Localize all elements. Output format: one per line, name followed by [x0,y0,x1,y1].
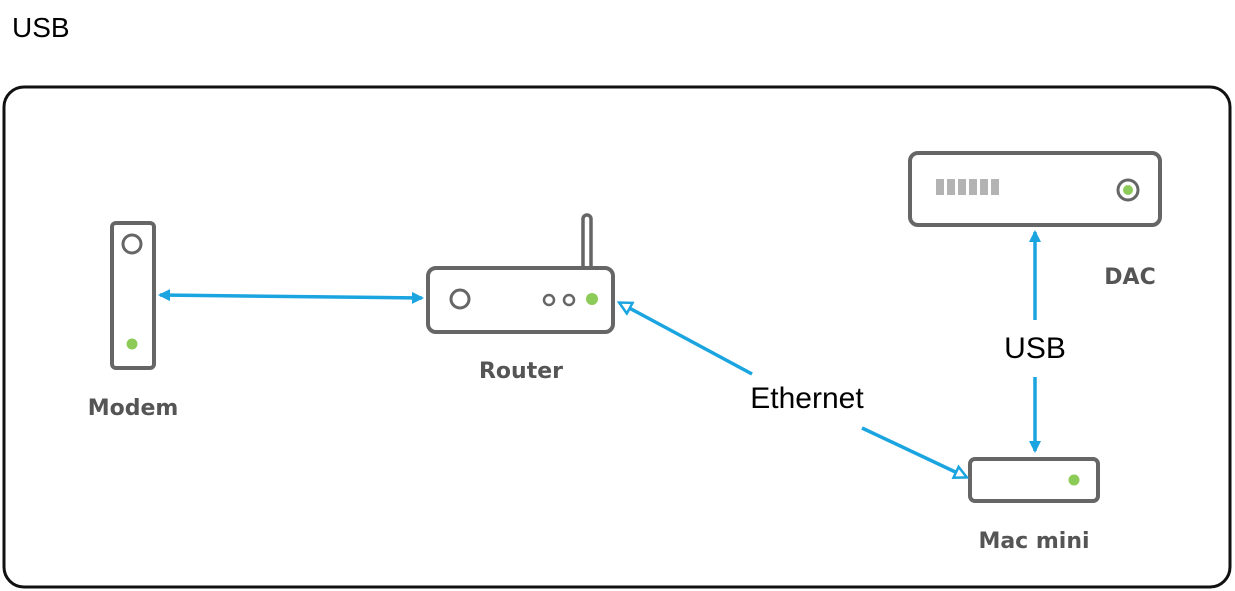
mac-mini-label: Mac mini [978,529,1089,554]
mac-mini-device[interactable] [968,457,1100,503]
modem-label: Modem [88,396,179,421]
dac-label: DAC [1104,265,1155,290]
modem-device[interactable] [110,221,156,370]
ethernet-link-macmini-segment[interactable] [861,426,966,477]
mac-mini-status-led [1068,474,1080,486]
router-label: Router [479,359,563,384]
modem-power-button [121,233,143,255]
ethernet-label: Ethernet [750,382,864,415]
dac-display-segment-4 [969,179,977,195]
router-antenna [581,213,593,272]
ethernet-link-router-segment[interactable] [620,303,753,376]
router-port-led-1 [542,293,556,307]
router-power-button [449,288,471,310]
page-title: USB [12,12,70,43]
mac-mini-body [968,457,1100,503]
modem-router-link[interactable] [158,289,424,304]
modem-body [110,221,156,370]
dac-status-led [1123,185,1133,195]
dac-body [908,151,1162,227]
usb-label: USB [1004,332,1066,365]
router-port-led-2 [562,293,576,307]
dac-display-segment-1 [936,179,944,195]
modem-status-led [126,338,138,350]
router-device[interactable] [426,213,615,334]
dac-device[interactable] [908,151,1162,227]
dac-display-segment-5 [980,179,988,195]
dac-display-segment-3 [958,179,966,195]
dac-display-segment-6 [991,179,999,195]
dac-display-segment-2 [947,179,955,195]
router-body [426,266,615,334]
router-status-led [586,293,598,305]
